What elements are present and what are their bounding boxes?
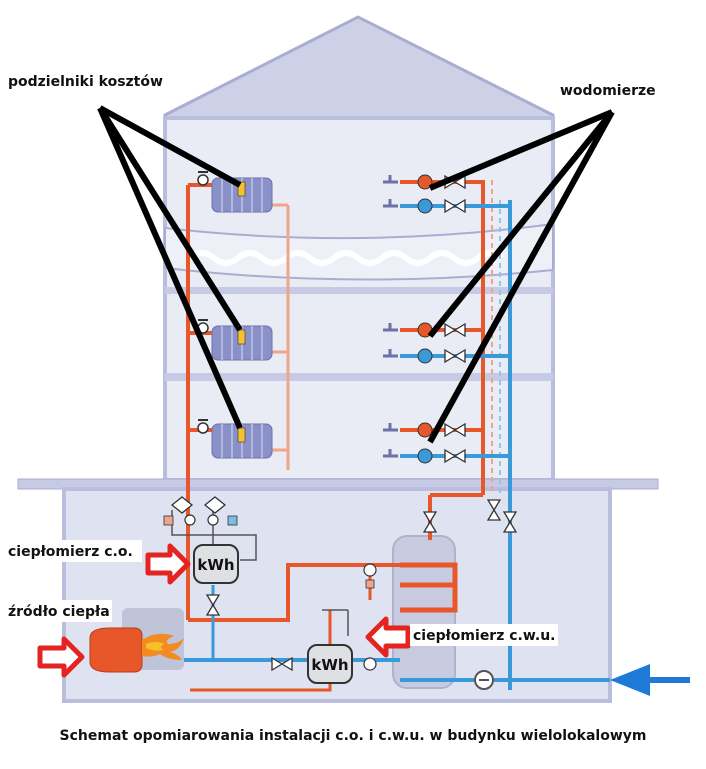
heat-source: [89, 627, 184, 673]
sensor-icon: [365, 579, 375, 589]
roof: [163, 15, 555, 127]
radiators: [197, 171, 273, 459]
water-meter-set-ground: [383, 422, 466, 464]
diagram-caption: Schemat opomiarowania instalacji c.o. i …: [60, 728, 647, 744]
valve-icon: [422, 511, 438, 533]
water-meters: [383, 174, 466, 464]
label-heat-source: źródło ciepła: [8, 604, 110, 620]
water-inlet: [610, 664, 690, 696]
label-heat-meter-co: ciepłomierz c.o.: [8, 544, 133, 560]
label-cost-allocators: podzielniki kosztów: [8, 74, 163, 90]
arrow-left-icon: [365, 616, 411, 658]
heat-meter-co: kWh: [193, 544, 239, 584]
radiator-valve-icon: [197, 174, 209, 186]
heat-meter-co-unit: kWh: [197, 556, 234, 574]
radiator-top-floor: [197, 171, 273, 213]
valve-icon: [502, 511, 518, 533]
label-heat-meter-cwu: ciepłomierz c.w.u.: [413, 628, 556, 644]
floor-slab-1: [165, 373, 553, 381]
omitted-floors-cut: [164, 222, 554, 281]
valve-icon: [184, 514, 196, 526]
water-meter-icon: [417, 448, 433, 464]
flame-icon: [142, 633, 184, 660]
sensor-icon: [227, 515, 238, 526]
valve-icon: [205, 594, 221, 616]
water-meter-icon: [417, 422, 433, 438]
arrow-right-icon: [37, 636, 85, 678]
radiator-valve-icon: [197, 422, 209, 434]
valve-icon: [363, 563, 377, 577]
valve-icon: [486, 499, 502, 521]
floor-slab-2: [165, 287, 553, 294]
water-meter-icon: [417, 198, 433, 214]
sensor-icon: [163, 515, 174, 526]
cost-allocator: [237, 427, 246, 443]
heat-meter-cwu-unit: kWh: [311, 656, 348, 674]
heat-meter-cwu: kWh: [307, 644, 353, 684]
pointer-arrows: [37, 543, 411, 678]
radiator-middle-floor: [197, 319, 273, 361]
arrow-right-icon: [145, 543, 191, 585]
water-meter-icon: [417, 348, 433, 364]
cost-allocator: [237, 329, 246, 345]
label-water-meters: wodomierze: [560, 83, 656, 99]
valve-icon: [363, 657, 377, 671]
radiator-ground-floor: [197, 419, 273, 459]
valve-icon: [203, 496, 227, 514]
annotation-lines: [97, 105, 615, 444]
valve-icon: [271, 656, 293, 672]
water-meter-set-middle: [383, 322, 466, 364]
burner-icon: [89, 627, 143, 673]
water-meter-icon: [417, 174, 433, 190]
building: [17, 15, 659, 703]
valve-icon: [170, 496, 194, 514]
basement-equipment: kWh kWh: [89, 496, 518, 690]
valve-icon: [207, 514, 219, 526]
cost-allocator: [237, 181, 246, 197]
inlet-arrow-icon: [610, 664, 650, 696]
